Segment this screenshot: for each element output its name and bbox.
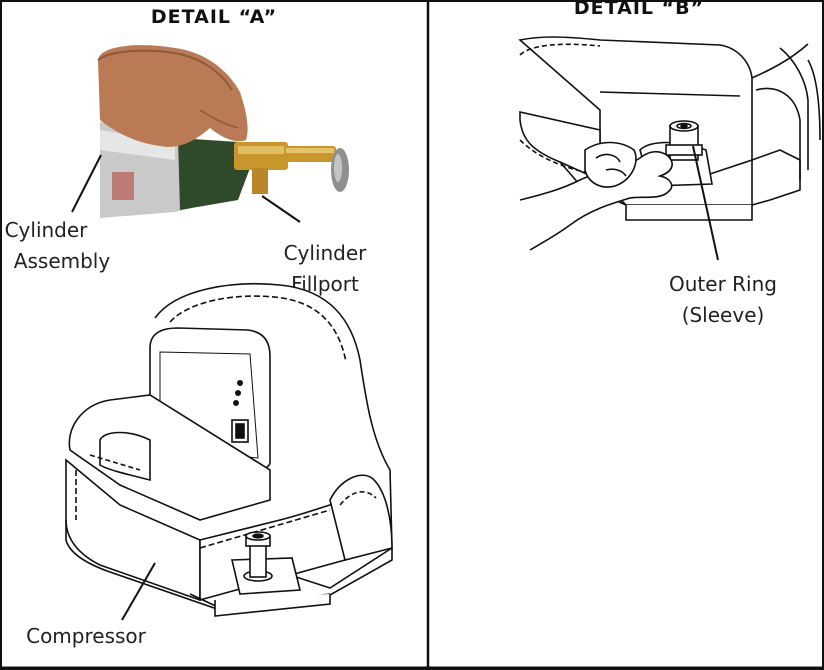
label-outer-ring-2: (Sleeve) (682, 303, 765, 327)
label-cylinder-fillport-1: Cylinder (284, 241, 368, 265)
leader-cylinder-assembly (71, 154, 102, 213)
label-outer-ring-1: Outer Ring (669, 272, 777, 296)
cylinder-photo (97, 45, 349, 218)
detail-b-title: DETAIL “B” (574, 0, 704, 19)
leader-outer-ring (692, 145, 719, 261)
leader-compressor (121, 562, 156, 621)
compressor-drawing (65, 282, 393, 617)
leader-cylinder-fillport (261, 195, 301, 223)
label-compressor: Compressor (26, 624, 147, 648)
label-cylinder-assembly-1: Cylinder (5, 218, 89, 242)
detail-a-title: DETAIL “A” (151, 6, 277, 28)
outer-ring-drawing (518, 36, 821, 251)
label-cylinder-assembly-2: Assembly (14, 249, 111, 273)
